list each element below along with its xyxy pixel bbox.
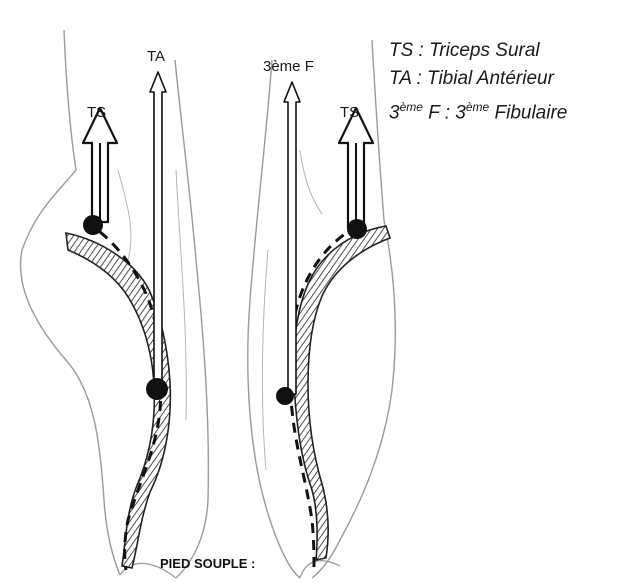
legend-third-mid: F : 3 bbox=[423, 102, 466, 123]
legend-line-third-f: 3ème F : 3ème Fibulaire bbox=[389, 93, 567, 127]
left-foot bbox=[21, 30, 209, 578]
caption: PIED SOUPLE : bbox=[160, 556, 255, 571]
legend-line-ts: TS : Triceps Sural bbox=[389, 37, 567, 65]
right-toe-outline bbox=[300, 561, 340, 578]
label-ts-left: TS bbox=[87, 104, 106, 121]
legend-third-num: 3 bbox=[389, 102, 400, 123]
label-third-f: 3ème F bbox=[263, 58, 314, 75]
left-lower-dot bbox=[146, 378, 168, 400]
right-foot bbox=[248, 40, 396, 578]
left-upper-dot bbox=[83, 215, 103, 235]
legend: TS : Triceps Sural TA : Tibial Antérieur… bbox=[389, 37, 567, 127]
legend-line-ta: TA : Tibial Antérieur bbox=[389, 65, 567, 93]
legend-third-sup: ème bbox=[400, 100, 423, 114]
label-ts-right: TS bbox=[340, 104, 359, 121]
legend-third-end: Fibulaire bbox=[489, 102, 567, 123]
right-lower-dot bbox=[276, 387, 294, 405]
left-foot-front-outline bbox=[175, 60, 208, 578]
label-ta: TA bbox=[147, 48, 165, 65]
legend-third-sup-2: ème bbox=[466, 100, 489, 114]
right-upper-dot bbox=[347, 219, 367, 239]
